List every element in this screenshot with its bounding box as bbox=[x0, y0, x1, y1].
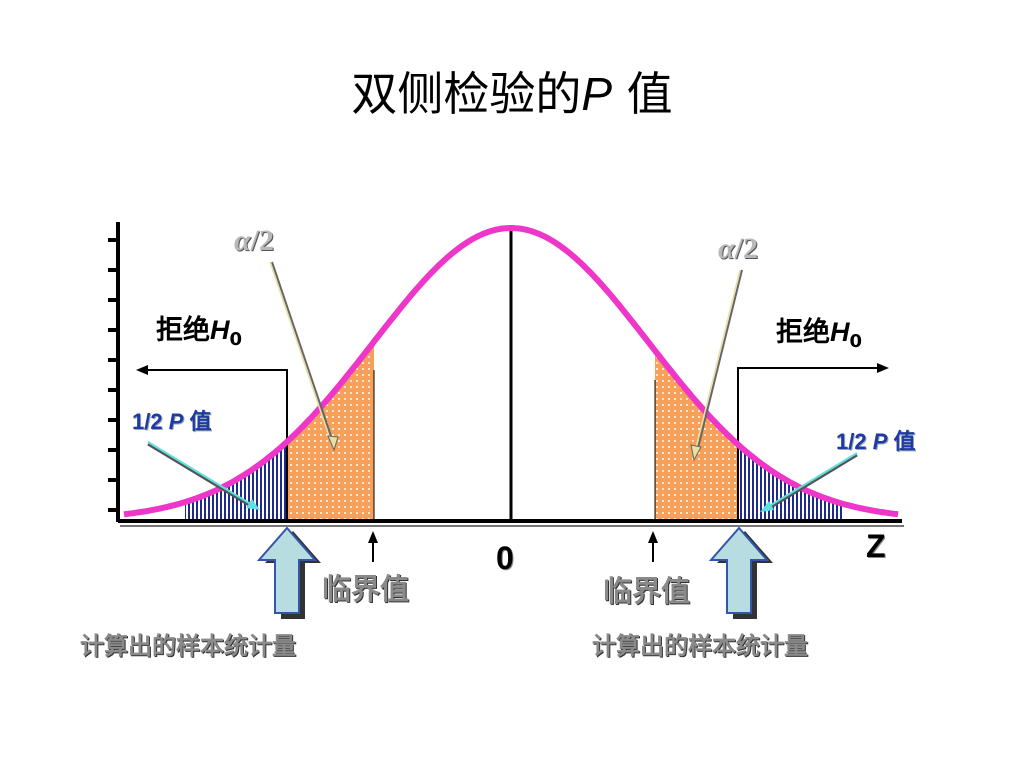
reject-bracket-left bbox=[140, 369, 288, 521]
y-axis-ticks bbox=[108, 238, 118, 512]
sample-statistic-label-left: 计算出的样本统计量 bbox=[80, 632, 296, 660]
alpha-label-right: α/2 bbox=[718, 232, 758, 265]
half-p-label-right: 1/2 P 值 bbox=[836, 429, 916, 454]
p-pointer-right bbox=[760, 452, 858, 512]
reject-bracket-right bbox=[737, 367, 884, 521]
z-axis-label: Z bbox=[866, 528, 886, 564]
up-arrow-icon bbox=[708, 526, 773, 619]
alpha-region-left bbox=[287, 341, 374, 520]
p-pointer-left bbox=[147, 441, 260, 510]
critical-arrow-right bbox=[648, 531, 658, 562]
critical-value-label-right: 临界值 bbox=[603, 574, 691, 608]
alpha-pointer-right bbox=[690, 269, 743, 462]
sample-statistic-label-right: 计算出的样本统计量 bbox=[592, 632, 808, 660]
half-p-label-left: 1/2 P 值 bbox=[132, 409, 212, 434]
alpha-region-right bbox=[655, 350, 738, 520]
zero-label: 0 bbox=[496, 540, 514, 576]
y-axis bbox=[108, 222, 120, 522]
left-arrow-icon bbox=[136, 365, 148, 375]
right-arrow-icon bbox=[877, 363, 889, 373]
critical-arrow-left bbox=[368, 531, 378, 562]
critical-value-label-left: 临界值 bbox=[322, 572, 410, 606]
up-arrow-icon bbox=[256, 526, 321, 619]
reject-h0-label-right: 拒绝H0 bbox=[776, 317, 863, 352]
normal-curve bbox=[123, 225, 899, 518]
alpha-label-left: α/2 bbox=[234, 224, 274, 257]
page-title: 双侧检验的P 值 bbox=[351, 67, 673, 121]
reject-h0-label-left: 拒绝H0 bbox=[156, 315, 243, 350]
alpha-pointer-left bbox=[269, 261, 339, 452]
